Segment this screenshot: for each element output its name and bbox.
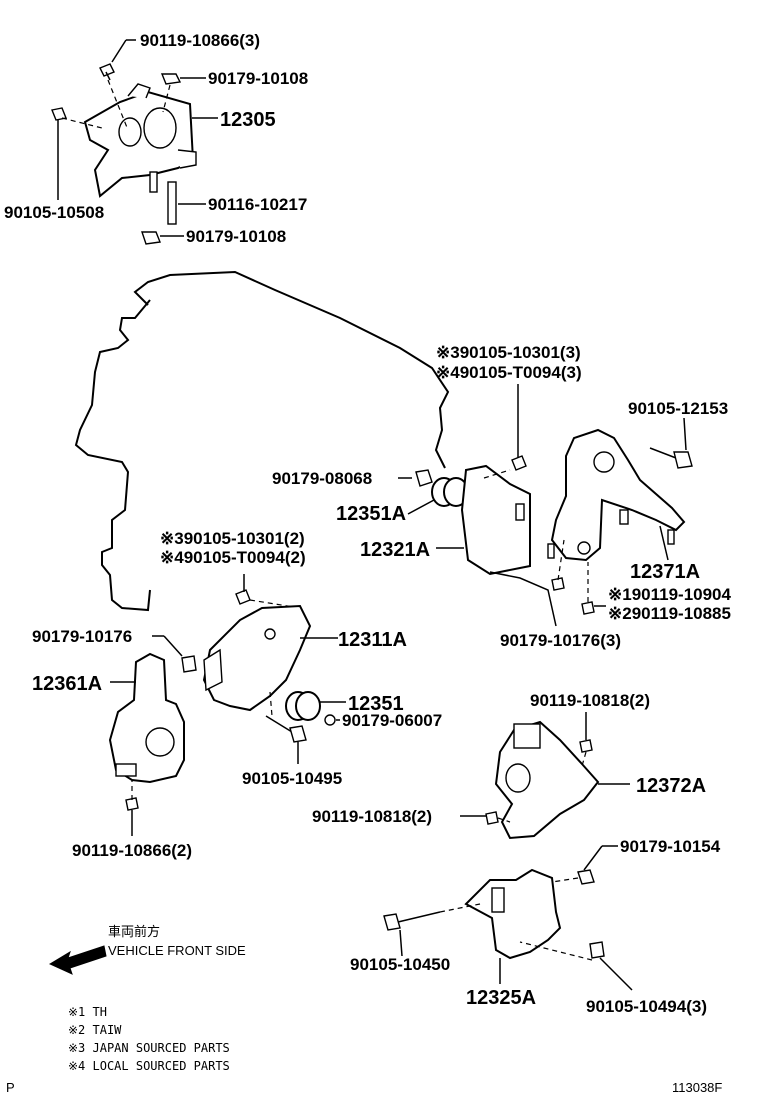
note-2: ※2 TAIW bbox=[68, 1023, 122, 1037]
stud-90116-10217 bbox=[167, 181, 177, 225]
note-4: ※4 LOCAL SOURCED PARTS bbox=[68, 1059, 230, 1073]
label-90179-10176: 90179-10176 bbox=[32, 627, 132, 646]
note-1: ※1 TH bbox=[68, 1005, 107, 1019]
label-90105-10494-3: 90105-10494(3) bbox=[586, 997, 707, 1016]
footer-left-code: P bbox=[6, 1080, 15, 1095]
vehicle-front-arrow-icon bbox=[48, 945, 107, 975]
label-90105-10508: 90105-10508 bbox=[4, 203, 104, 222]
nut-90179-10154 bbox=[577, 869, 595, 885]
label-12311a: 12311A bbox=[338, 629, 407, 651]
label-90179-06007: 90179-06007 bbox=[342, 711, 442, 730]
label-90179-10108-top: 90179-10108 bbox=[208, 69, 308, 88]
bolt-90105-10450 bbox=[383, 911, 441, 931]
label-12351a: 12351A bbox=[336, 503, 406, 525]
bushing-12351a bbox=[431, 477, 469, 507]
nut-90179-08068 bbox=[415, 469, 433, 487]
label-90119-10885: ※290119-10885 bbox=[608, 604, 731, 623]
nut-90179-10108-top bbox=[160, 73, 182, 85]
label-90105-12153: 90105-12153 bbox=[628, 399, 728, 418]
label-90179-10154: 90179-10154 bbox=[620, 837, 721, 856]
label-90119-10866-2: 90119-10866(2) bbox=[72, 841, 192, 860]
bolt-90119-10818-lower bbox=[485, 811, 499, 825]
mount-12361a bbox=[108, 652, 185, 784]
bracket-12325a bbox=[464, 868, 562, 960]
mount-12372a bbox=[494, 720, 600, 840]
bracket-12321a bbox=[460, 464, 531, 576]
bolt-90105-10301-left bbox=[235, 589, 251, 605]
stud-short bbox=[149, 171, 158, 193]
nut-90179-06007 bbox=[324, 714, 336, 726]
label-90105-10495: 90105-10495 bbox=[242, 769, 342, 788]
label-90179-10176-3: 90179-10176(3) bbox=[500, 631, 621, 650]
bracket-12371a bbox=[547, 428, 686, 562]
label-12305: 12305 bbox=[220, 109, 276, 131]
label-12361a: 12361A bbox=[32, 673, 102, 695]
label-12321a: 12321A bbox=[360, 539, 430, 561]
label-90179-08068: 90179-08068 bbox=[272, 469, 372, 488]
bushing-12351 bbox=[285, 691, 321, 721]
bolt-90105-12153 bbox=[649, 447, 693, 469]
bolt-90119-10866-top bbox=[99, 63, 115, 81]
label-12372a: 12372A bbox=[636, 775, 706, 797]
nut-90179-10108-bottom bbox=[141, 231, 161, 245]
engine-outline bbox=[74, 270, 450, 612]
diagram-id: 113038F bbox=[672, 1080, 722, 1095]
bolt-90105-10301-right bbox=[511, 455, 527, 471]
label-12371a: 12371A bbox=[630, 561, 700, 583]
label-12351: 12351 bbox=[348, 693, 404, 715]
bolt-90105-10495 bbox=[265, 715, 307, 743]
bolt-90105-10508 bbox=[51, 107, 67, 200]
label-90179-10108-bottom: 90179-10108 bbox=[186, 227, 286, 246]
label-90119-10818-upper: 90119-10818(2) bbox=[530, 691, 650, 710]
engine-mount-12305 bbox=[83, 83, 197, 198]
label-90119-10818-lower: 90119-10818(2) bbox=[312, 807, 432, 826]
bolt-90119-10866-bottom bbox=[125, 797, 139, 811]
vehicle-front-japanese: 車両前方 bbox=[108, 924, 160, 939]
note-3: ※3 JAPAN SOURCED PARTS bbox=[68, 1041, 230, 1055]
label-90105-t0094-3: ※490105-T0094(3) bbox=[436, 363, 582, 382]
label-90119-10904: ※190119-10904 bbox=[608, 585, 732, 604]
label-90116-10217: 90116-10217 bbox=[208, 195, 307, 214]
nut-90179-10176-left bbox=[181, 655, 197, 673]
bolt-90105-10494 bbox=[589, 941, 605, 959]
label-12325a: 12325A bbox=[466, 987, 536, 1009]
bolt-90119-10904 bbox=[581, 601, 595, 615]
label-90105-10450: 90105-10450 bbox=[350, 955, 450, 974]
bolt-90119-10818-upper bbox=[579, 739, 593, 753]
label-90105-t0094-2: ※490105-T0094(2) bbox=[160, 548, 306, 567]
label-90119-10866-3: 90119-10866(3) bbox=[140, 31, 260, 50]
label-90105-10301-3: ※390105-10301(3) bbox=[436, 343, 581, 362]
label-90105-10301-2: ※390105-10301(2) bbox=[160, 529, 305, 548]
bracket-12311a bbox=[202, 604, 312, 712]
vehicle-front-english: VEHICLE FRONT SIDE bbox=[108, 943, 246, 958]
